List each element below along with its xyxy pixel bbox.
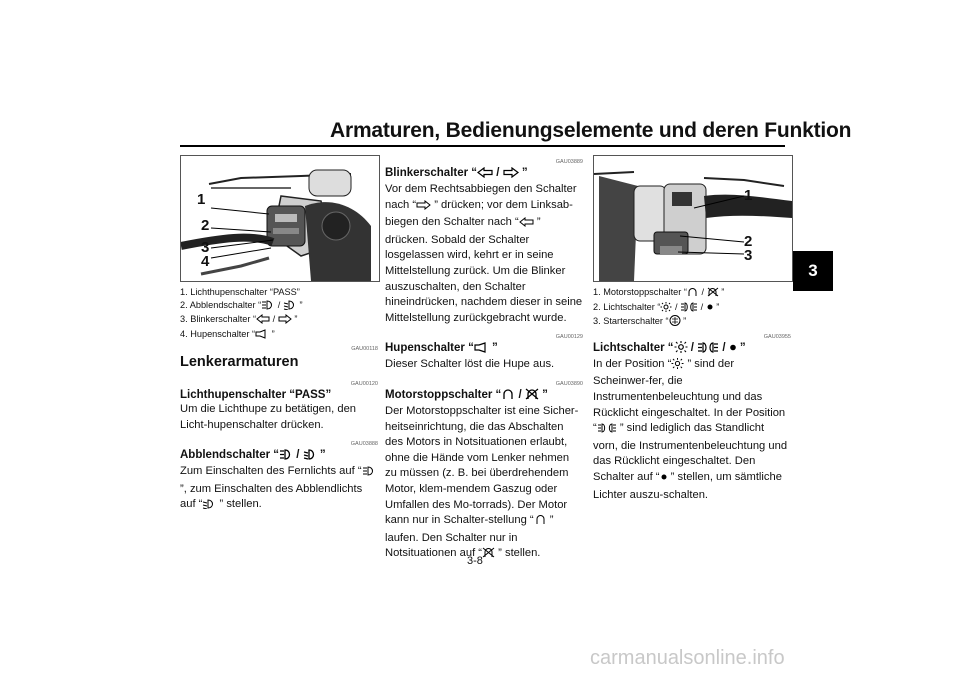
section-heading: Lenkerarmaturen: [180, 354, 299, 371]
turn-right-icon: [503, 166, 519, 182]
light-switch-text: In der Position “ ” sind der Scheinwer-f…: [593, 357, 788, 501]
reference-code: GAU00118: [351, 346, 378, 353]
turn-switch-text: Vor dem Rechtsabbiegen den Schalter nach…: [385, 183, 583, 324]
turn-left-icon: [477, 166, 493, 182]
headlight-on-icon: [660, 301, 672, 316]
reference-code: GAU03888: [350, 441, 378, 448]
figure-caption: 1. Lichthupenschalter “PASS” 2. Abblends…: [180, 286, 378, 342]
callout-number: 1: [744, 187, 753, 204]
low-beam-icon: [303, 449, 317, 464]
engine-off-icon: [482, 547, 495, 564]
engine-off-icon: [707, 287, 719, 301]
engine-run-icon: [534, 514, 547, 531]
caption-item: 2. Lichtschalter “ / / ”: [593, 301, 791, 316]
dimmer-switch-text: Zum Einschalten des Fernlichts auf “ ”, …: [180, 464, 378, 515]
starter-icon: [669, 315, 681, 330]
watermark: carmanualsonline.info: [590, 647, 785, 669]
horn-switch-heading: Hupenschalter “ ”: [385, 341, 583, 357]
low-beam-icon: [283, 300, 297, 314]
figure-caption: 1. Motorstoppschalter “ / ” 2. Lichtscha…: [593, 286, 791, 330]
callout-number: 3: [744, 247, 753, 264]
callout-number: 2: [744, 233, 753, 250]
column-left: 1 2 3 4 1. Lichthupenschalter “PASS” 2. …: [180, 155, 380, 515]
horn-switch-text: Dieser Schalter löst die Hupe aus.: [385, 358, 555, 371]
caption-item: 2. Abblendschalter “ / ”: [180, 299, 378, 314]
chapter-tab: 3: [793, 251, 833, 291]
callout-number: 3: [201, 239, 210, 256]
engine-stop-switch-heading: Motorstoppschalter “ / ”: [385, 388, 583, 404]
position-light-icon: [597, 423, 617, 439]
column-right: 1 2 3 1. Motorstoppschalter “ / ” 2. Lic…: [593, 155, 793, 503]
high-beam-icon: [279, 449, 293, 464]
lights-off-dot-icon: [729, 342, 737, 357]
caption-item: 3. Starterschalter “ ”: [593, 315, 791, 330]
engine-stop-switch-text: Der Motorstoppschalter ist eine Sicher-h…: [385, 404, 583, 564]
callout-number: 1: [197, 191, 206, 208]
high-beam-icon: [261, 300, 275, 314]
callout-number: 4: [201, 253, 210, 270]
lights-off-dot-icon: [706, 302, 714, 316]
engine-off-icon: [525, 388, 539, 404]
high-beam-icon: [362, 466, 376, 482]
engine-run-icon: [501, 388, 515, 404]
position-light-icon: [680, 302, 698, 316]
right-handlebar-illustration: [594, 171, 792, 281]
caption-item: 3. Blinkerschalter “ / ”: [180, 313, 378, 328]
light-switch-heading: Lichtschalter “ / / ”: [593, 340, 791, 357]
callout-number: 2: [201, 217, 210, 234]
turn-switch-heading: Blinkerschalter “ / ”: [385, 166, 583, 182]
reference-code: GAU03955: [763, 333, 791, 340]
page-header-title: Armaturen, Bedienungselemente und deren …: [330, 119, 852, 142]
caption-item: 1. Lichthupenschalter “PASS”: [180, 287, 300, 297]
turn-right-icon: [278, 314, 292, 328]
reference-code: GAU03889: [555, 159, 583, 165]
turn-left-icon: [256, 314, 270, 328]
horn-icon: [255, 329, 269, 343]
lights-off-dot-icon: [660, 472, 668, 488]
reference-code: GAU00129: [555, 334, 583, 341]
engine-run-icon: [687, 287, 699, 301]
dimmer-switch-heading: Abblendschalter “ / ”: [180, 448, 378, 464]
right-handlebar-photo: 1 2 3: [593, 155, 793, 282]
pass-switch-text: Um die Lichthupe zu betätigen, den Licht…: [180, 402, 357, 431]
column-middle: GAU03889 Blinkerschalter “ / ” Vor dem R…: [385, 155, 583, 564]
reference-code: GAU00120: [350, 380, 378, 387]
caption-item: 4. Hupenschalter “ ”: [180, 328, 378, 343]
headlight-on-icon: [671, 357, 684, 375]
left-handlebar-illustration: [181, 169, 371, 281]
pass-switch-heading: Lichthupenschalter “PASS”: [180, 388, 332, 401]
caption-item: 1. Motorstoppschalter “ / ”: [593, 286, 791, 301]
low-beam-icon: [202, 499, 216, 515]
turn-right-icon: [416, 199, 431, 216]
position-light-icon: [697, 342, 719, 357]
headlight-on-icon: [674, 340, 688, 357]
turn-left-icon: [518, 217, 534, 233]
header-rule: [180, 145, 785, 147]
left-handlebar-photo: 1 2 3 4: [180, 155, 380, 282]
horn-icon: [474, 342, 489, 357]
page-number: 3-8: [467, 555, 483, 567]
reference-code: GAU03890: [555, 380, 583, 387]
